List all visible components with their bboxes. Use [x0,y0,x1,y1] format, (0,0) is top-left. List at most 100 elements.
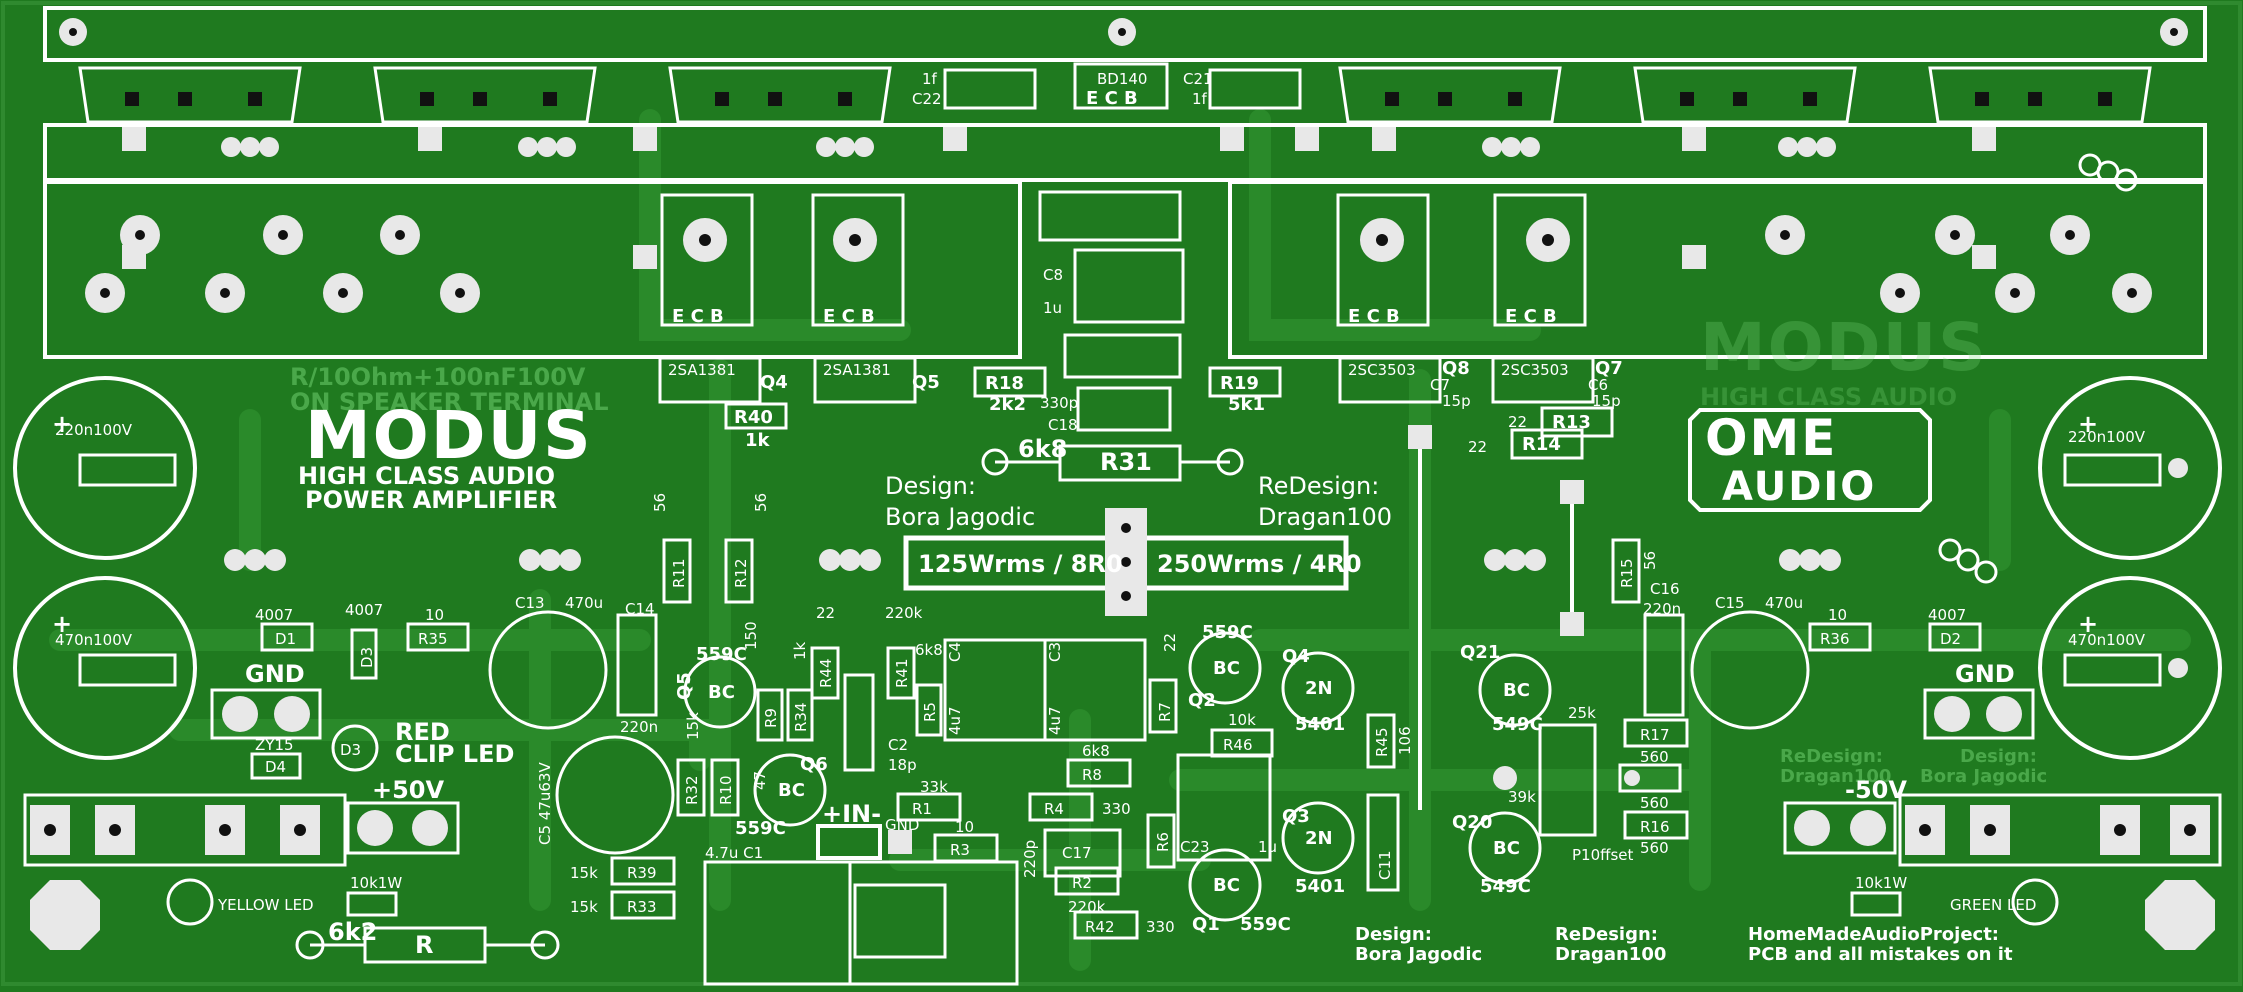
plus50-terminal[interactable] [346,801,460,855]
board-title: MODUS [305,397,593,474]
redesign-name: Dragan100 [1258,503,1392,531]
r42-label: R42 [1085,918,1115,936]
c1-body [703,860,1019,986]
r45-body [1366,713,1396,769]
r19-body [1208,366,1282,398]
q3-type: 2N [1305,828,1333,849]
heatsink-left [43,180,1022,359]
bd140-label: BD140 [1097,70,1147,88]
ghost-redesign: ReDesign: [1780,746,1883,767]
ghost-speaker: ON SPEAKER TERMINAL [290,388,609,416]
r560-body [1618,763,1682,793]
input-gnd-pad[interactable] [888,830,912,854]
r19-value: 5k1 [1228,394,1265,415]
q21-part: 549C [1492,714,1543,735]
r6-label: R6 [1154,832,1172,852]
mount-hole-bottom-right [2145,880,2215,950]
q5-small-part: 559C [696,644,747,665]
r7-value: 22 [1161,633,1179,652]
c3-label: C3 [1046,642,1064,662]
r5-body [915,683,943,737]
q5-pinout: E C B [823,306,875,327]
r15-body [1611,538,1641,604]
clip-led-label: CLIP LED [395,740,514,768]
r18-value: 2k2 [989,394,1026,415]
q4-label: Q4 [760,372,788,393]
r7-label: R7 [1156,702,1174,722]
redesign-bottom-label: ReDesign: [1555,924,1658,945]
r44-value: 22 [816,604,835,622]
r2-label: R2 [1072,874,1092,892]
q6-label: Q6 [800,754,828,775]
c13-label: C13 [515,594,545,612]
design-bottom-label: Design: [1355,924,1432,945]
r19-label: R19 [1220,373,1259,394]
r18-label: R18 [985,373,1024,394]
offset-trimmer[interactable] [1538,723,1597,837]
r36-value: 10 [1828,606,1847,624]
q21-body [1478,653,1552,727]
r15-value: 56 [1641,551,1659,570]
c8-value: 1u [1043,299,1062,317]
q1-part: 559C [1240,914,1291,935]
d2-body [1928,622,1982,652]
project-line-1: HomeMadeAudioProject: [1748,924,1999,945]
r9-value: 150 [742,621,760,650]
big-cap-left-top [13,376,197,560]
q7-pinout: E C B [1505,306,1557,327]
ghost-zobel: R/10Ohm+100nF100V [290,363,586,391]
big-cap-right-bottom-value: 470n100V [2068,631,2146,649]
r3-value: 10 [955,818,974,836]
r45-value: 106 [1396,726,1414,755]
q6-type: BC [778,780,805,801]
r39-label: R39 [627,864,657,882]
q4-socket [658,356,762,404]
q4-pinout: E C B [672,306,724,327]
r-6k2-value: 6k2 [328,918,377,946]
r33-label: R33 [627,898,657,916]
c7-label: C7 [1430,376,1450,394]
r39-body [610,856,676,886]
r35-label: R35 [418,630,448,648]
r44-label: R44 [817,658,835,688]
c16-label: C16 [1650,580,1680,598]
r35-value: 10 [425,606,444,624]
c16-body [1643,613,1685,717]
c17-body [1043,828,1122,878]
clip-led-color: RED [395,718,450,746]
gnd-left-terminal[interactable] [210,688,322,740]
d3-diode-body [350,628,378,680]
q8-label: Q8 [1442,358,1470,379]
r5-value: 6k8 [915,641,943,659]
q4-small-type: 2N [1305,678,1333,699]
heatsink-right [1228,180,2207,359]
bd140-pins: E C B [1086,88,1138,109]
c18-label: C18 [1048,416,1078,434]
r10k1w-left-value: 10k1W [350,874,402,892]
q3-body [1281,801,1355,875]
design-bottom-name: Bora Jagodic [1355,944,1482,965]
gnd-left-label: GND [245,660,305,688]
ghost-design: Design: [1960,746,2037,767]
c1-label: 4.7u C1 [705,844,763,862]
offset-trimmer-label: P10ffset [1572,846,1634,864]
c22-label: C22 [912,90,942,108]
r9-label: R9 [762,708,780,728]
r16-body [1623,810,1689,840]
d1-body [260,622,314,652]
q8-socket [1338,356,1442,404]
power-transistor-row [78,66,2152,124]
minus50-terminal[interactable] [1783,801,1897,855]
d1-label: D1 [275,630,296,648]
r34-value: 1k [791,641,809,660]
r33-value: 15k [570,898,598,916]
input-connector[interactable] [816,824,882,860]
c23-value: 1u [1258,838,1277,856]
emitter-resistor-strip [43,123,2207,182]
gnd-right-terminal[interactable] [1923,688,2035,740]
r3-label: R3 [950,841,970,859]
big-cap-left-top-value: 220n100V [55,421,133,439]
r31-value: 6k8 [1018,435,1067,463]
